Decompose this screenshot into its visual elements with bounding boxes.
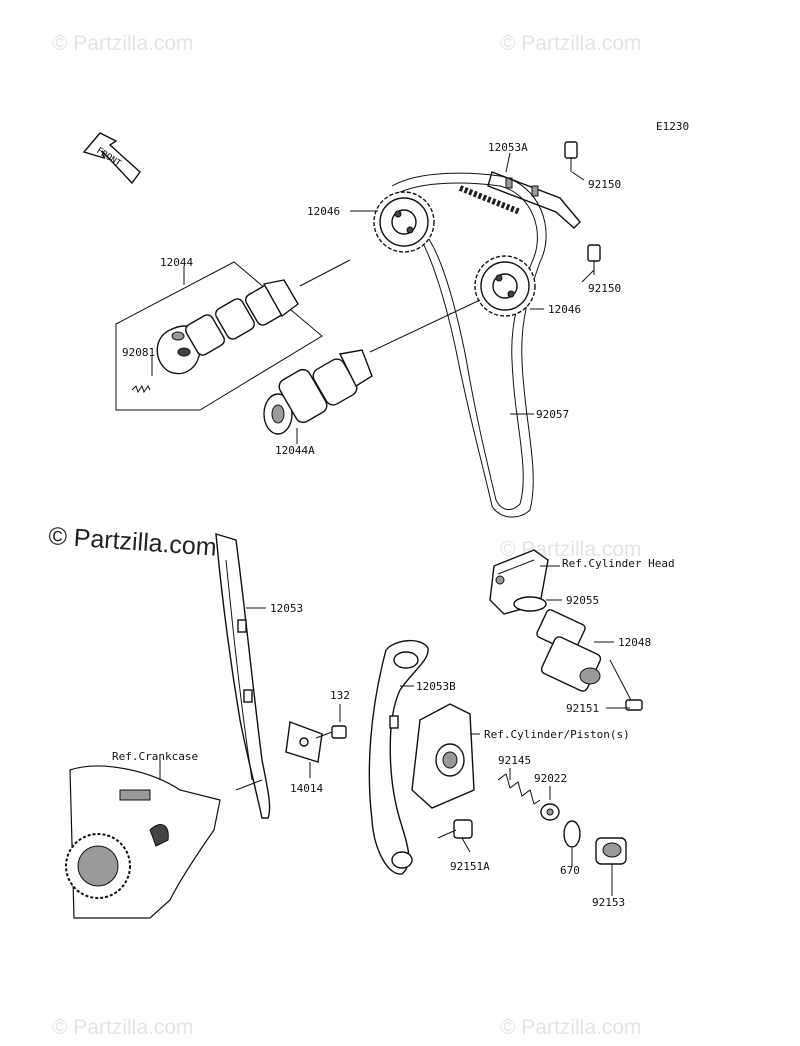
label-12046-left[interactable]: 12046 [307,205,340,218]
label-92055[interactable]: 92055 [566,594,599,607]
watermark-center: © Partzilla.com [48,522,218,562]
label-92057[interactable]: 92057 [536,408,569,421]
spring-92145-icon [497,773,541,805]
label-12044[interactable]: 12044 [160,256,193,269]
watermark-bottom-left: © Partzilla.com [52,1016,194,1039]
plate-14014 [285,721,323,763]
label-12048[interactable]: 12048 [618,636,651,649]
label-ref-cylinder-head[interactable]: Ref.Cylinder Head [562,557,675,570]
bolt-92151A-icon [437,819,473,839]
o-ring-92055-icon [513,596,547,612]
label-12053B[interactable]: 12053B [416,680,456,693]
cylinder-piston-reference [411,703,475,809]
label-92153[interactable]: 92153 [592,896,625,909]
chain-guide-12053 [215,533,271,819]
label-12053A[interactable]: 12053A [488,141,528,154]
label-14014[interactable]: 14014 [290,782,323,795]
label-12046-right[interactable]: 12046 [548,303,581,316]
washer-92022-icon [540,803,560,821]
upper-chain-guide [487,171,581,229]
label-92150-top[interactable]: 92150 [588,178,621,191]
watermark-bottom-right: © Partzilla.com [500,1016,642,1039]
plug-92153-icon [595,837,627,865]
sprocket-right-icon [474,255,536,317]
label-12044A[interactable]: 12044A [275,444,315,457]
label-92151A[interactable]: 92151A [450,860,490,873]
bolt-92151-icon [609,659,643,711]
watermark-top-left: © Partzilla.com [52,32,194,55]
bolt-132-icon [315,725,347,739]
label-92151[interactable]: 92151 [566,702,599,715]
label-132[interactable]: 132 [330,689,350,702]
label-92022[interactable]: 92022 [534,772,567,785]
watermark-top-right: © Partzilla.com [500,32,642,55]
label-92081[interactable]: 92081 [122,346,155,359]
chain-guide-12053B [368,640,429,875]
sprocket-left-icon [373,191,435,253]
label-ref-cylinder-piston[interactable]: Ref.Cylinder/Piston(s) [484,728,630,741]
front-arrow-icon: FRONT [82,132,141,185]
bolt-92150-right-icon [587,244,601,275]
label-92145[interactable]: 92145 [498,754,531,767]
o-ring-670-icon [563,820,581,848]
label-670[interactable]: 670 [560,864,580,877]
chain-tensioner-12048 [536,609,602,692]
bolt-92150-top-icon [564,141,578,172]
cam-chain [391,172,547,518]
crankcase-reference [65,765,221,919]
label-ref-crankcase[interactable]: Ref.Crankcase [112,750,198,763]
diagram-code: E1230 [656,120,689,133]
spring-92081-icon [131,384,151,394]
label-92150-right[interactable]: 92150 [588,282,621,295]
camshaft-12044A [263,349,373,435]
camshaft-12044 [115,261,323,411]
label-12053[interactable]: 12053 [270,602,303,615]
leader-lines [151,152,630,896]
